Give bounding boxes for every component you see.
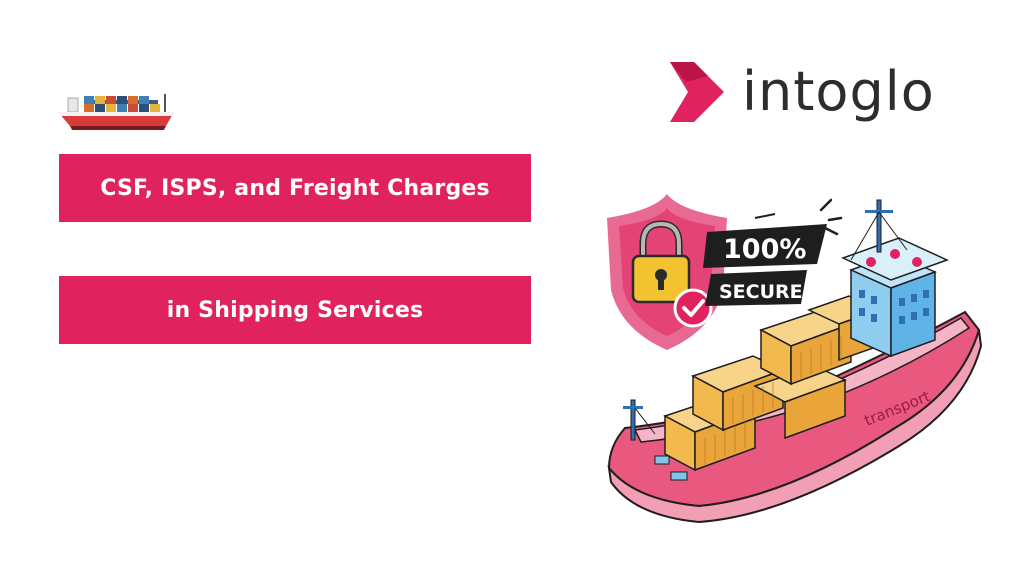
badge-percent: 100% <box>723 234 806 265</box>
intoglo-logo-mark-icon <box>670 62 724 122</box>
brand-name: intoglo <box>742 60 935 123</box>
brand-logo: intoglo <box>668 60 968 128</box>
secure-badge: 100% SECURE <box>703 198 843 306</box>
badge-word: SECURE <box>719 281 803 303</box>
checkmark-icon <box>673 288 713 328</box>
title-banner-line-1: CSF, ISPS, and Freight Charges <box>59 154 531 222</box>
small-cargo-ship-icon <box>58 94 174 130</box>
padlock-icon <box>631 220 691 304</box>
title-banner-line-2: in Shipping Services <box>59 276 531 344</box>
title-line-2: in Shipping Services <box>166 297 424 323</box>
cargo-ship-icon: transport <box>607 199 983 524</box>
cargo-ship-illustration: 100% SECURE transport <box>607 194 983 524</box>
title-line-1: CSF, ISPS, and Freight Charges <box>100 175 490 201</box>
